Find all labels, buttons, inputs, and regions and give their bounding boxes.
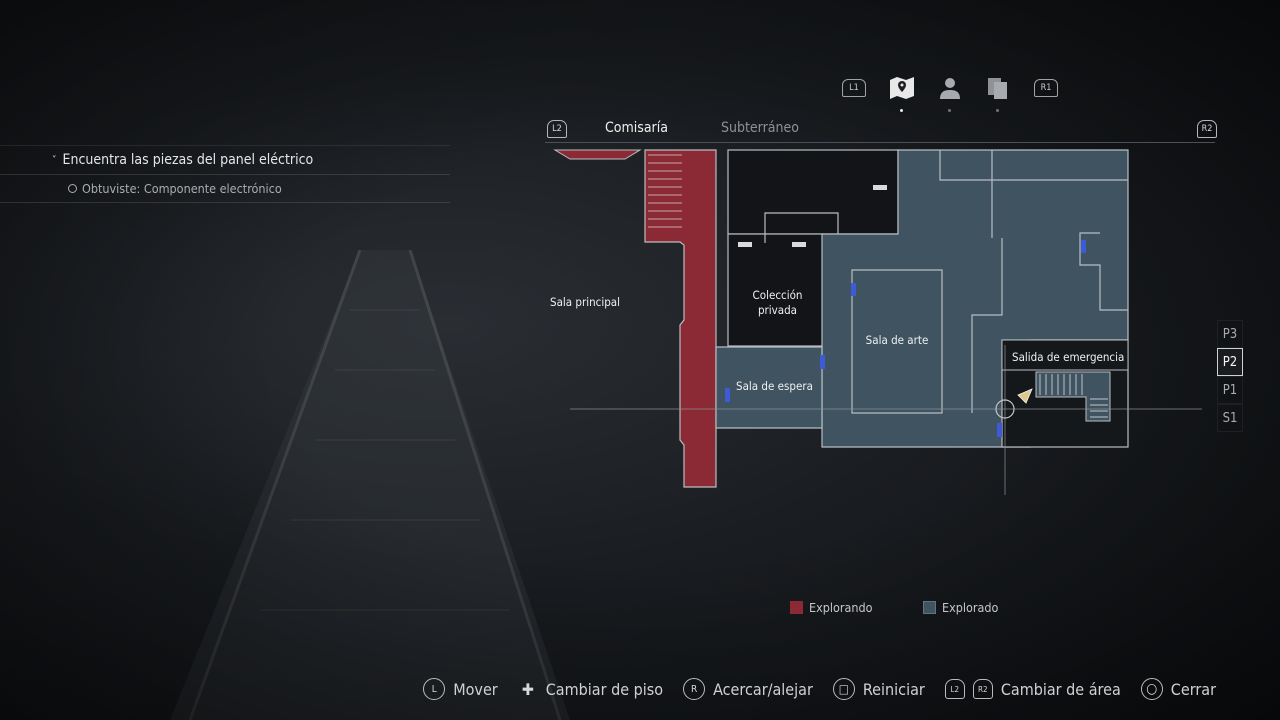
right-stick-icon: R <box>683 678 706 700</box>
files-category-icon[interactable] <box>984 72 1012 112</box>
hint-mover-label: Mover <box>453 679 498 699</box>
r2-trigger-icon: R2 <box>972 679 993 699</box>
label-coleccion-privada: Colección privada <box>750 288 805 318</box>
hint-mover: L Mover <box>423 678 510 700</box>
room-coleccion <box>727 233 824 347</box>
room-exploring-top <box>553 149 642 160</box>
legend-swatch-blue <box>923 601 936 614</box>
tab-subterraneo[interactable]: Subterráneo <box>721 120 799 136</box>
objective-sub-text: Obtuviste: Componente electrónico <box>82 181 282 196</box>
hint-reiniciar: □ Reiniciar <box>832 678 937 700</box>
objective-main[interactable]: ˅ Encuentra las piezas del panel eléctri… <box>0 145 450 175</box>
floor-selector: P3 P2 P1 S1 <box>1217 320 1243 432</box>
chevron-down-icon: ˅ <box>52 154 57 166</box>
dpad-icon: ✚ <box>521 679 534 699</box>
hint-reiniciar-label: Reiniciar <box>862 679 925 699</box>
wall-line <box>991 150 1128 181</box>
player-marker-icon <box>1017 388 1033 404</box>
hint-cerrar: ○ Cerrar <box>1140 678 1216 700</box>
l2-trigger-icon[interactable]: L2 <box>547 120 567 138</box>
legend-exploring-label: Explorando <box>809 600 873 615</box>
l2-trigger-icon: L2 <box>944 679 965 699</box>
salida-header <box>1001 339 1129 371</box>
floor-p3[interactable]: P3 <box>1217 320 1243 348</box>
files-icon <box>988 78 1007 99</box>
area-tab-bar: L2 Comisaría Subterráneo R2 <box>545 116 1217 143</box>
map-category-icon[interactable] <box>888 72 916 112</box>
floor-p1[interactable]: P1 <box>1217 376 1243 404</box>
room-exploring-corridor <box>644 149 717 488</box>
map-view[interactable]: Sala principal Colección privada Sala de… <box>540 145 1220 499</box>
room-dark-top <box>727 149 899 235</box>
white-doors <box>738 185 887 247</box>
inactive-indicator <box>948 109 951 112</box>
hint-zoom: R Acercar/alejar <box>683 678 825 700</box>
hint-zoom-label: Acercar/alejar <box>713 679 813 699</box>
circle-bullet-icon <box>68 184 77 193</box>
hint-cambiar-piso-label: Cambiar de piso <box>545 679 664 699</box>
background-scene <box>170 250 570 720</box>
legend-explored: Explorado <box>923 600 998 615</box>
hint-cambiar-area: L2 R2 Cambiar de área <box>944 679 1133 699</box>
cursor-ring <box>995 399 1015 419</box>
legend-exploring: Explorando <box>790 600 873 615</box>
room-sala-arte <box>851 269 943 414</box>
legend-swatch-red <box>790 601 803 614</box>
square-button-icon: □ <box>832 678 855 700</box>
objective-sub: Obtuviste: Componente electrónico <box>0 175 450 203</box>
r1-shoulder-icon[interactable]: R1 <box>1032 72 1060 104</box>
inactive-indicator <box>996 109 999 112</box>
label-salida-emergencia: Salida de emergencia <box>1012 350 1125 364</box>
active-indicator <box>900 109 903 112</box>
circle-button-icon: ○ <box>1140 678 1163 700</box>
tab-comisaria[interactable]: Comisaría <box>605 120 668 136</box>
profile-category-icon[interactable] <box>936 72 964 112</box>
label-sala-principal: Sala principal <box>550 295 621 309</box>
room-sala-espera <box>715 346 823 429</box>
stairs-top <box>648 154 682 228</box>
label-sala-arte: Sala de arte <box>865 333 929 347</box>
left-stick-icon: L <box>423 678 446 700</box>
blue-doors <box>725 240 1086 437</box>
floor-plan <box>553 149 1202 495</box>
label-coleccion-line1: Colección <box>752 288 803 302</box>
control-hints: L Mover ✚ Cambiar de piso R Acercar/alej… <box>423 678 1216 700</box>
stairs-emergency <box>1039 374 1108 418</box>
label-sala-espera: Sala de espera <box>736 379 813 393</box>
objective-main-text: Encuentra las piezas del panel eléctrico <box>62 152 314 168</box>
floor-p2[interactable]: P2 <box>1217 348 1243 376</box>
wall-line <box>971 238 1003 413</box>
wall-line <box>764 212 839 243</box>
label-coleccion-line2: privada <box>757 303 798 317</box>
floor-s1[interactable]: S1 <box>1217 404 1243 432</box>
map-icon <box>890 77 914 99</box>
objective-panel: ˅ Encuentra las piezas del panel eléctri… <box>0 145 450 203</box>
legend-explored-label: Explorado <box>942 600 999 615</box>
wall-line <box>1079 232 1128 311</box>
hint-cambiar-piso: ✚ Cambiar de piso <box>518 679 675 699</box>
l1-shoulder-icon[interactable]: L1 <box>840 72 868 104</box>
r2-trigger-icon[interactable]: R2 <box>1197 120 1217 138</box>
menu-category-bar: L1 R1 <box>840 72 1060 112</box>
hint-cambiar-area-label: Cambiar de área <box>1000 679 1121 699</box>
hint-cerrar-label: Cerrar <box>1170 679 1216 699</box>
person-icon <box>940 78 960 99</box>
wall-line <box>939 150 993 238</box>
